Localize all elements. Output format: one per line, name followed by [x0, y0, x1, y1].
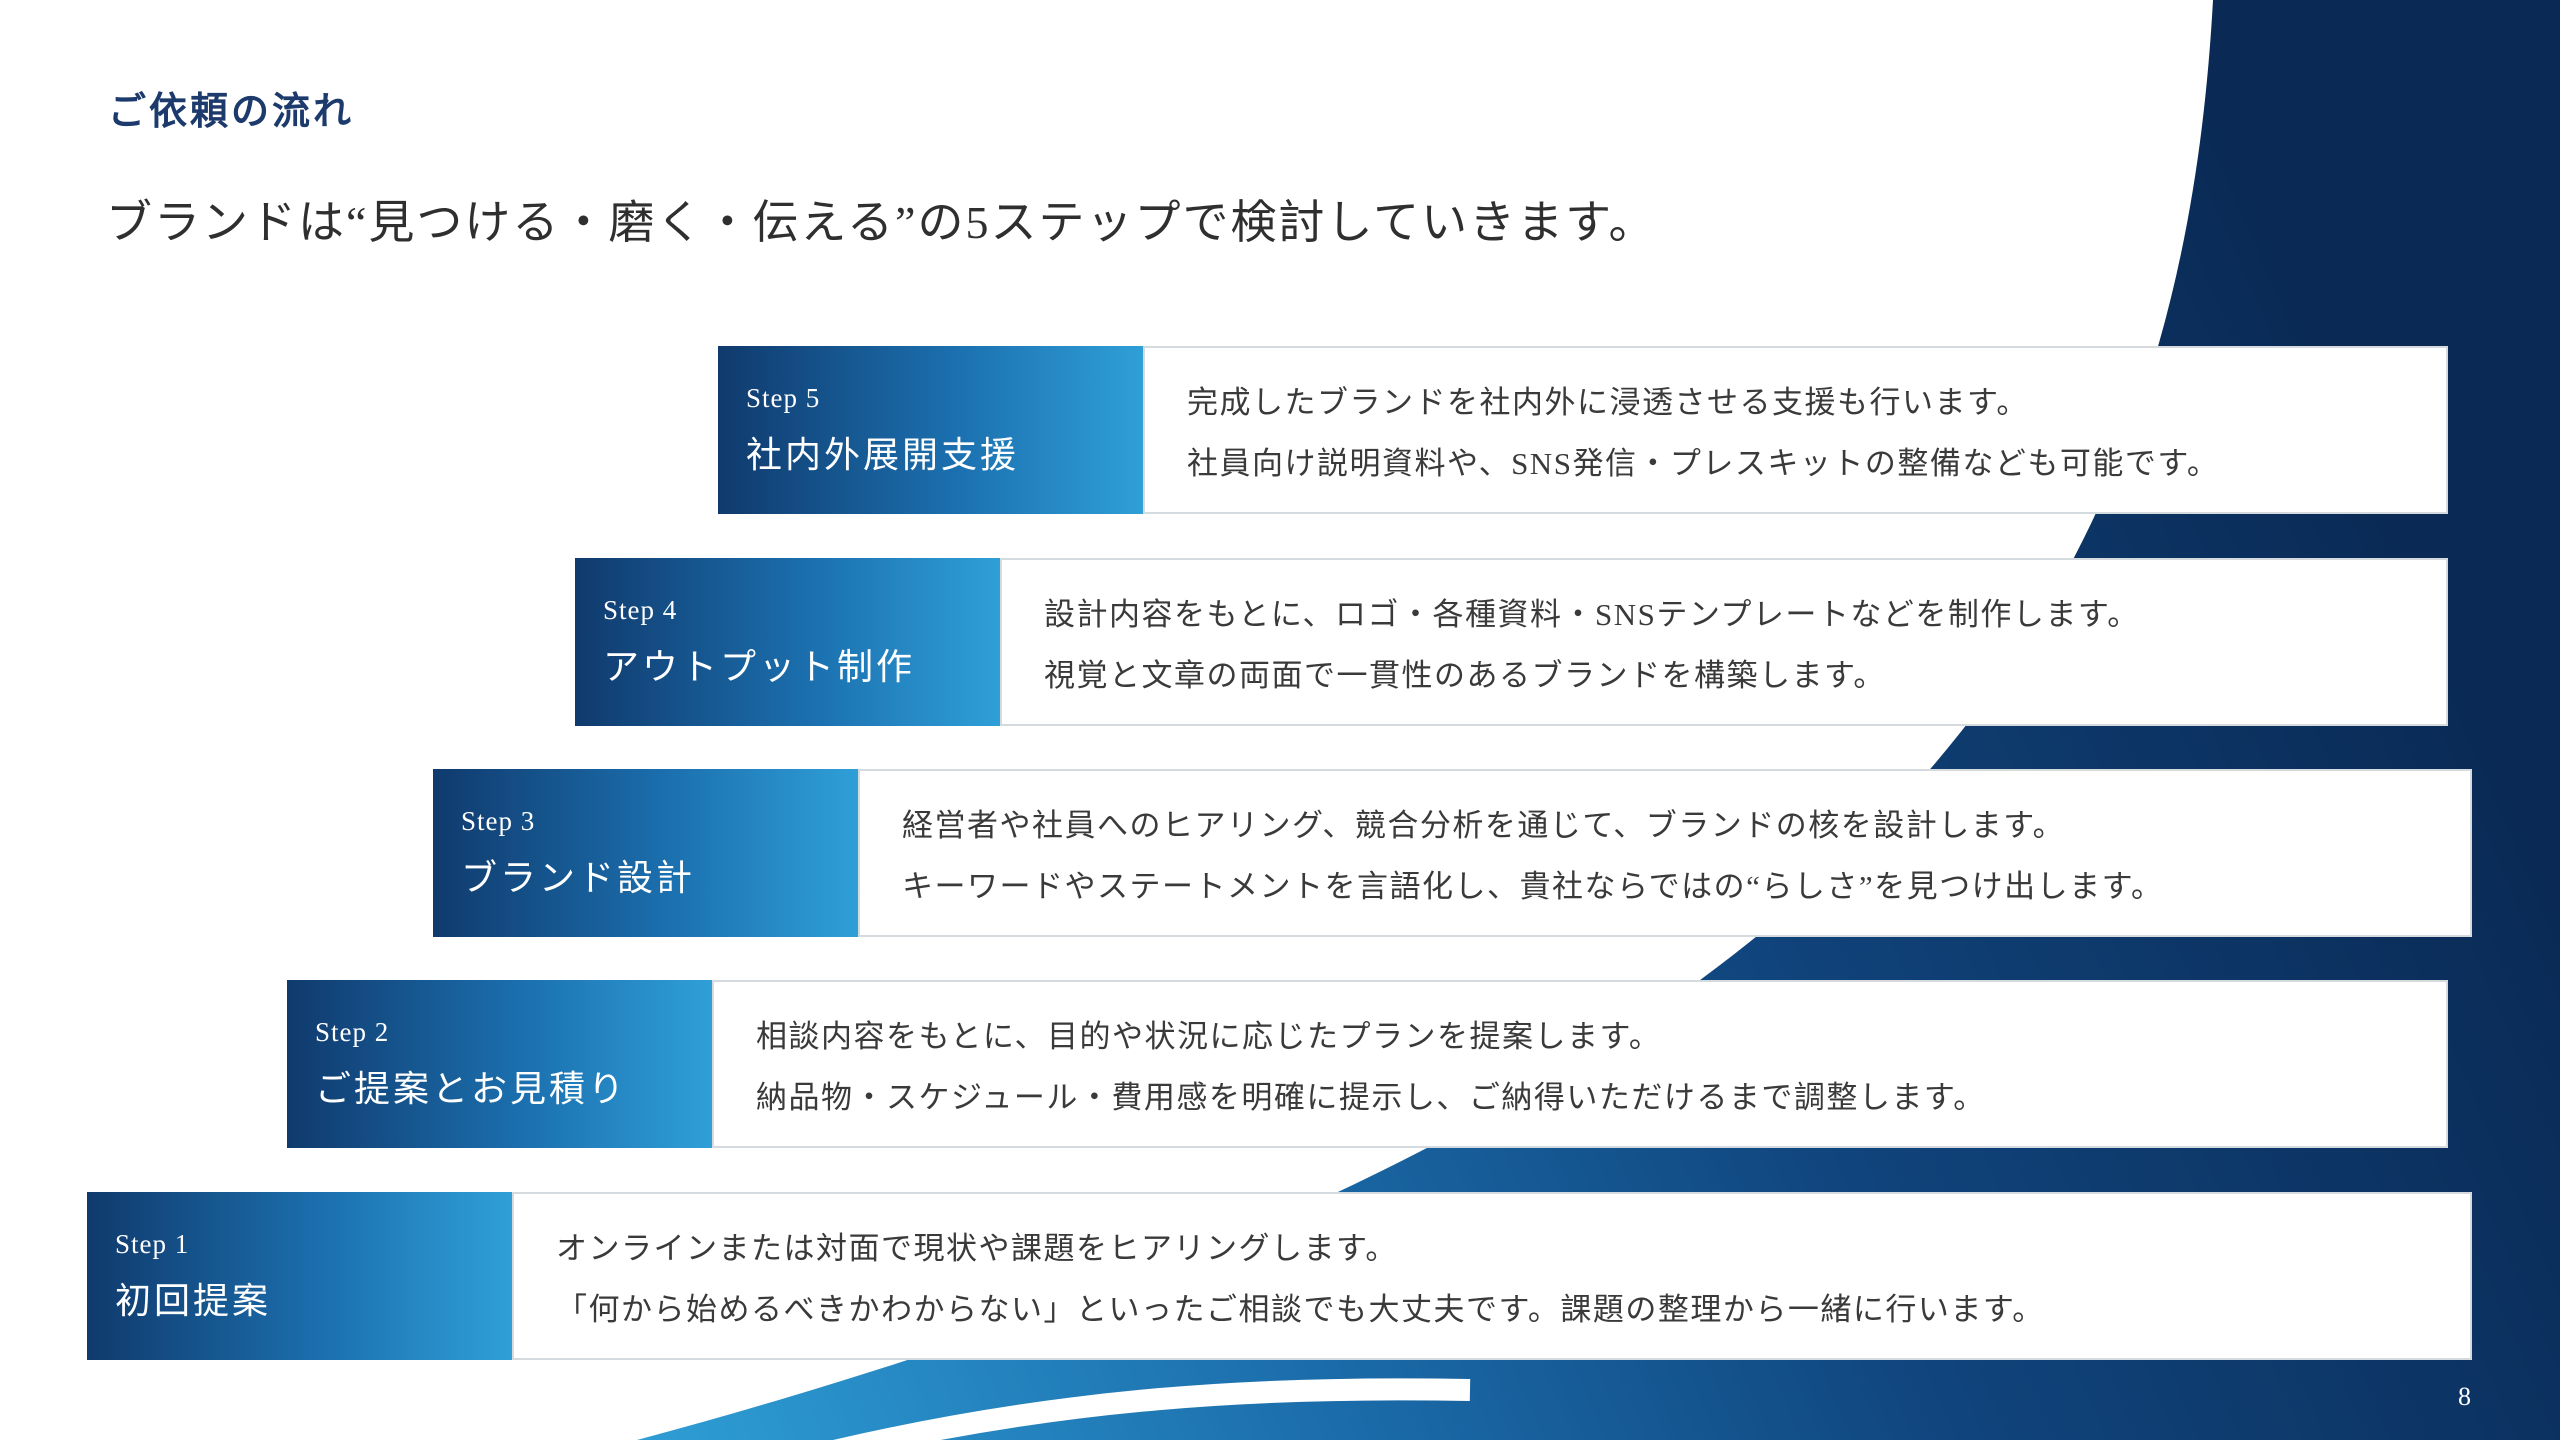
step4-number: Step 4 — [603, 594, 678, 625]
step5-label-box: Step 5 社内外展開支援 — [718, 346, 1143, 514]
step3-description-line-1: 経営者や社員へのヒアリング、競合分析を通じて、ブランドの核を設計します。 — [902, 808, 2066, 843]
step1-description-line-2: 「何から始めるべきかわからない」といったご相談でも大丈夫です。課題の整理から一緒… — [556, 1292, 2045, 1327]
step5-title: 社内外展開支援 — [746, 434, 1020, 475]
step1-title: 初回提案 — [115, 1280, 272, 1321]
step4-description-line-2: 視覚と文章の両面で一貫性のあるブランドを構築します。 — [1044, 658, 1886, 693]
bottom-wave-white-cut — [833, 1378, 1471, 1440]
step1-description-line-1: オンラインまたは対面で現状や課題をヒアリングします。 — [556, 1231, 1398, 1266]
step4-description-line-1: 設計内容をもとに、ロゴ・各種資料・SNSテンプレートなどを制作します。 — [1044, 597, 2140, 632]
step2-label-box: Step 2 ご提案とお見積り — [287, 980, 712, 1148]
step2-number: Step 2 — [315, 1016, 390, 1047]
step5-description-line-2: 社員向け説明資料や、SNS発信・プレスキットの整備なども可能です。 — [1187, 446, 2220, 481]
step2-title: ご提案とお見積り — [315, 1068, 628, 1109]
step2-description-box: 相談内容をもとに、目的や状況に応じたプランを提案します。 納品物・スケジュール・… — [712, 980, 2448, 1148]
step4-description-box: 設計内容をもとに、ロゴ・各種資料・SNSテンプレートなどを制作します。 視覚と文… — [1000, 558, 2448, 726]
step2-description-line-2: 納品物・スケジュール・費用感を明確に提示し、ご納得いただけるまで調整します。 — [756, 1080, 1986, 1115]
step3-label-box: Step 3 ブランド設計 — [433, 769, 858, 937]
page-number: 8 — [2458, 1382, 2471, 1411]
page-title: ご依頼の流れ — [108, 91, 355, 133]
step3-title: ブランド設計 — [461, 857, 696, 898]
step1-description-box: オンラインまたは対面で現状や課題をヒアリングします。 「何から始めるべきかわから… — [512, 1192, 2472, 1360]
step4-title: アウトプット制作 — [603, 646, 916, 687]
step2-description-line-1: 相談内容をもとに、目的や状況に応じたプランを提案します。 — [756, 1019, 1662, 1054]
step5-number: Step 5 — [746, 382, 821, 413]
step1-number: Step 1 — [115, 1228, 190, 1259]
step1-label-box: Step 1 初回提案 — [87, 1192, 512, 1360]
page-subtitle: ブランドは“見つける・磨く・伝える”の5ステップで検討していきます。 — [106, 197, 1657, 248]
step3-description-line-2: キーワードやステートメントを言語化し、貴社ならではの“らしさ”を見つけ出します。 — [902, 869, 2164, 904]
step3-number: Step 3 — [461, 805, 536, 836]
step3-description-box: 経営者や社員へのヒアリング、競合分析を通じて、ブランドの核を設計します。 キーワ… — [858, 769, 2472, 937]
step4-label-box: Step 4 アウトプット制作 — [575, 558, 1000, 726]
step5-description-line-1: 完成したブランドを社内外に浸透させる支援も行います。 — [1187, 385, 2029, 420]
step5-description-box: 完成したブランドを社内外に浸透させる支援も行います。 社員向け説明資料や、SNS… — [1143, 346, 2448, 514]
